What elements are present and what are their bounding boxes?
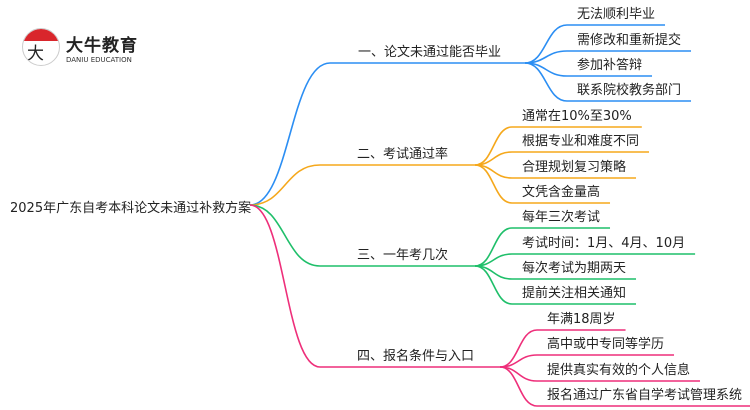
root-node: 2025年广东自考本科论文未通过补救方案: [10, 200, 251, 216]
leaf-label: 联系院校教务部门: [577, 82, 681, 98]
logo: 大牛 大牛教育 DANIU EDUCATION: [22, 28, 138, 66]
leaf-connector: [524, 62, 692, 102]
leaf-label: 需修改和重新提交: [577, 32, 681, 48]
leaf-label: 提供真实有效的个人信息: [547, 362, 690, 378]
leaf-connector: [499, 366, 750, 407]
leaf-label: 无法顺利毕业: [577, 7, 655, 22]
leaf-connector: [474, 164, 611, 204]
leaf-connector: [524, 50, 692, 64]
leaf-label: 每次考试为期两天: [522, 260, 626, 276]
leaf-label: 根据专业和难度不同: [522, 133, 639, 149]
branch-label: 一、论文未通过能否毕业: [358, 45, 501, 60]
branch-connector: [249, 204, 475, 267]
logo-badge-icon: 大牛: [22, 28, 60, 66]
leaf-label: 年满18周岁: [547, 312, 616, 327]
leaf-label: 每年三次考试: [522, 209, 600, 225]
leaf-connector: [474, 265, 637, 305]
leaf-label: 合理规划复习策略: [522, 159, 626, 175]
leaf-connector: [474, 253, 696, 267]
branch-label: 三、一年考几次: [357, 247, 448, 263]
branch-label: 二、考试通过率: [357, 146, 448, 162]
logo-name-en: DANIU EDUCATION: [66, 55, 132, 64]
leaf-label: 文凭含金量高: [522, 184, 600, 200]
leaf-label: 提前关注相关通知: [522, 285, 626, 301]
branch-connector: [249, 164, 475, 206]
leaf-connector: [499, 354, 675, 368]
branch-label: 四、报名条件与入口: [357, 348, 474, 364]
branch-connector: [249, 62, 525, 206]
leaf-connector: [474, 151, 650, 166]
leaf-connector: [474, 227, 611, 267]
branch-connector: [249, 204, 500, 368]
leaf-connector: [524, 24, 666, 64]
leaf-label: 报名通过广东省自学考试管理系统: [547, 387, 742, 403]
leaf-connector: [474, 126, 642, 166]
leaf-label: 考试时间：1月、4月、10月: [522, 236, 685, 251]
leaf-label: 通常在10%至30%: [522, 109, 632, 124]
leaf-label: 高中或中专同等学历: [547, 336, 664, 352]
leaf-label: 参加补答辩: [577, 57, 642, 73]
logo-name: 大牛教育: [66, 35, 138, 56]
leaf-connector: [499, 329, 626, 368]
